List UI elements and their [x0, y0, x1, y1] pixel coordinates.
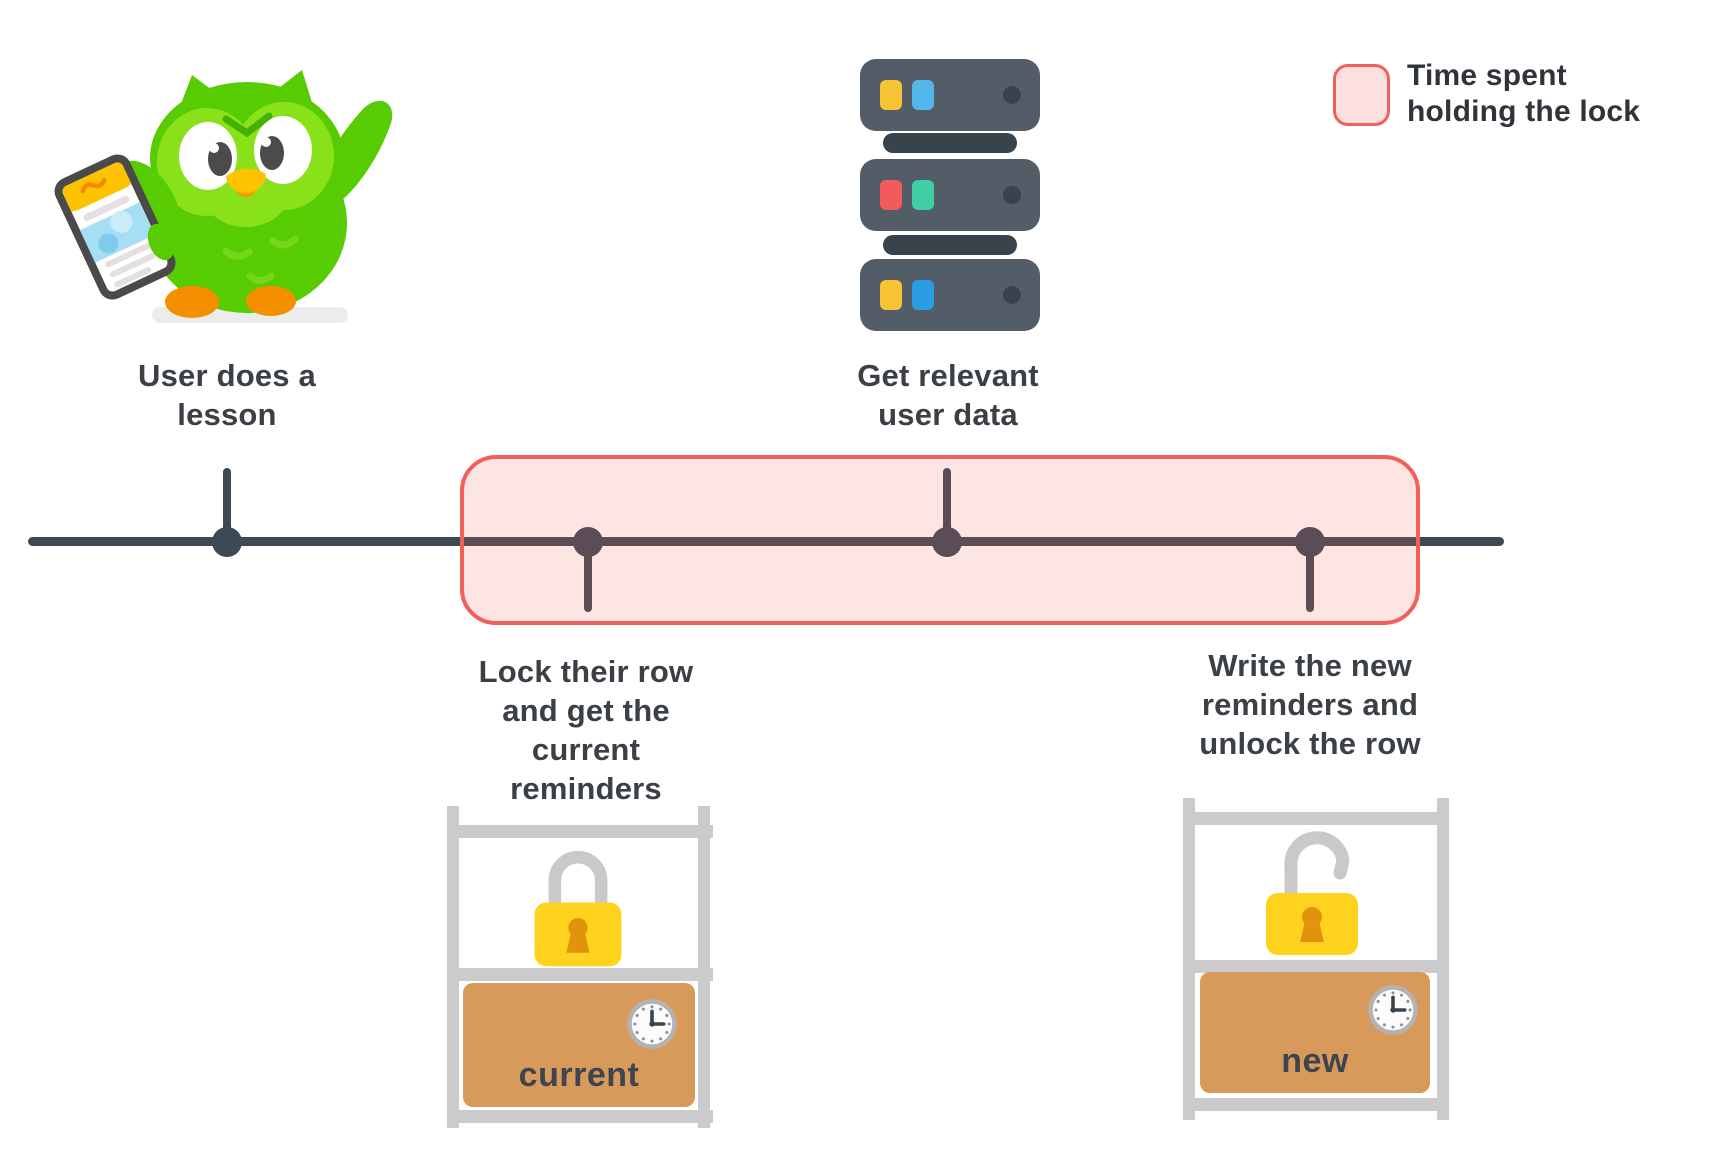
timeline-tick-user-does-lesson	[223, 468, 231, 546]
owl-foot	[165, 286, 219, 318]
event-label-lock-row: Lock their row and get the current remin…	[478, 654, 694, 806]
lock-region-highlight	[460, 455, 1420, 625]
shelf-frame-bar	[447, 1110, 713, 1123]
database-server-icon	[860, 59, 1040, 331]
shelf-frame-bar	[447, 968, 713, 981]
timeline-tick-write-reminders	[1306, 540, 1314, 612]
shelf-frame-bar	[1183, 1098, 1449, 1111]
clock-icon	[627, 999, 677, 1049]
timeline-dot-write-reminders	[1295, 527, 1325, 557]
server-led	[912, 180, 934, 210]
server-led	[880, 80, 902, 110]
shelf-frame-bar	[1183, 812, 1449, 825]
clock-icon	[1368, 985, 1418, 1035]
legend-label: Time spent holding the lock	[1407, 59, 1641, 128]
row-box-new: new	[1200, 972, 1430, 1093]
row-card-new: new	[1183, 798, 1449, 1120]
shelf-frame-bar	[1183, 960, 1449, 973]
server-led	[912, 80, 934, 110]
shelf-frame-bar	[698, 806, 710, 1128]
lock-region-swatch-icon	[1333, 64, 1390, 126]
timeline-dot-lock-row	[573, 527, 603, 557]
owl-beak	[226, 168, 266, 194]
server-led	[912, 280, 934, 310]
phone-icon	[54, 154, 176, 300]
padlock-locked-icon	[534, 851, 622, 967]
event-label-write-reminders: Write the new reminders and unlock the r…	[1199, 648, 1421, 761]
timeline-dot-get-user-data	[932, 527, 962, 557]
row-box-current: current	[463, 983, 695, 1107]
row-card-current: current	[447, 806, 713, 1128]
timeline-line	[28, 537, 1504, 546]
shelf-frame-bar	[447, 806, 459, 1128]
event-label-user-does-lesson: User does a lesson	[138, 358, 316, 432]
padlock-unlocked-icon	[1266, 831, 1358, 955]
row-label-new: new	[1281, 1042, 1349, 1080]
shelf-frame-bar	[447, 825, 713, 838]
server-led	[880, 180, 902, 210]
row-label-current: current	[518, 1056, 640, 1094]
shelf-frame-bar	[1437, 798, 1449, 1120]
timeline-dot-user-does-lesson	[212, 527, 242, 557]
event-label-get-user-data: Get relevant user data	[857, 358, 1039, 432]
timeline-tick-lock-row	[584, 540, 592, 612]
owl-foot	[246, 286, 296, 316]
shelf-frame-bar	[1183, 798, 1195, 1120]
timeline-tick-get-user-data	[943, 468, 951, 546]
server-led	[880, 280, 902, 310]
duolingo-owl-with-phone-icon	[54, 70, 393, 323]
